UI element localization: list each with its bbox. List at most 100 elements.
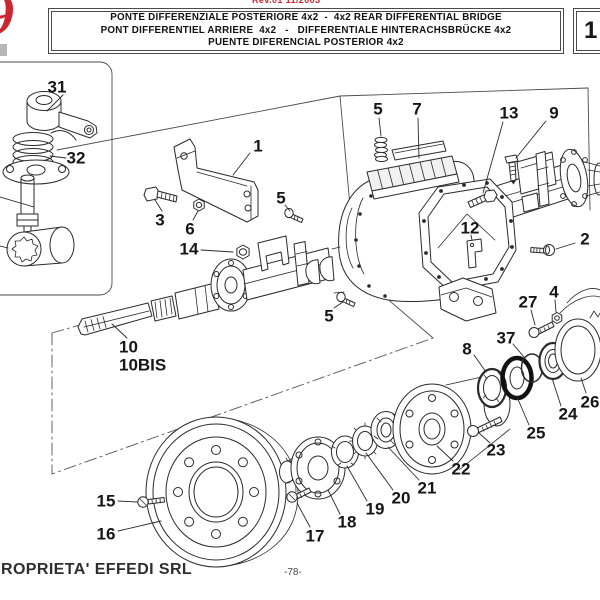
leader-line [473, 354, 487, 373]
seal-ring-25 [500, 355, 534, 401]
part-number-label: 8 [462, 340, 471, 359]
part-number-label: 23 [487, 441, 506, 460]
part-number-label: 7 [412, 100, 421, 119]
nut-6 [193, 198, 205, 212]
leader-line [0, 245, 9, 249]
leader-line [0, 196, 35, 208]
screw-17 [286, 487, 312, 503]
leader-line [284, 204, 291, 212]
bolt-27 [528, 321, 555, 338]
leader-line [516, 396, 530, 426]
property-text: ROPRIETA' EFFEDI SRL [1, 561, 193, 578]
revision-text: Rev.01 11/2003 [252, 0, 321, 5]
inset-detail-box [0, 61, 113, 296]
screw-5-mid [284, 207, 304, 224]
leader-line [436, 445, 454, 462]
leader-line [111, 323, 128, 339]
spring-32 [2, 130, 77, 185]
screw-5-center [336, 291, 356, 308]
leader-line [154, 199, 163, 212]
leader-line [46, 94, 64, 112]
brake-drum-16 [145, 416, 299, 568]
sheet-number-box: 1 [573, 8, 600, 54]
part-number-label: 1 [253, 137, 262, 156]
brand-logo: 9 [0, 0, 14, 44]
leader-line [512, 343, 525, 358]
title-line-2: PONT DIFFERENTIEL ARRIERE 4x2 - DIFFEREN… [100, 24, 512, 36]
leader-line [417, 117, 420, 159]
title-box-inner: PONTE DIFFERENZIALE POSTERIORE 4x2 - 4x2… [51, 11, 561, 51]
part-number-label: 2 [580, 230, 589, 249]
nut-14 [236, 244, 250, 260]
lock-nut-19 [331, 435, 360, 469]
part-number-label: 5 [324, 307, 333, 326]
axle-shaft-10 [77, 282, 220, 336]
page-number: -78- [284, 567, 302, 578]
ring-26 [554, 318, 600, 382]
leader-line [551, 377, 562, 407]
wheel-cylinder-assembly [6, 174, 75, 267]
leader-line [378, 117, 382, 137]
bolt-9 [504, 154, 519, 185]
leader-line [232, 152, 251, 176]
part-number-label: 9 [549, 104, 558, 123]
part-number-label: 10BIS [119, 356, 166, 375]
bolt-23 [467, 416, 503, 437]
screw-15 [137, 496, 165, 508]
part-number-label: 27 [519, 293, 538, 312]
nut-4 [551, 312, 563, 324]
part-number-label: 32 [67, 149, 86, 168]
part-number-label: 31 [48, 78, 67, 97]
id-plate-12 [466, 238, 483, 269]
leader-line [470, 234, 473, 241]
logo-mark [0, 44, 7, 56]
leader-line [327, 489, 341, 515]
sheet-number: 1 [584, 17, 598, 44]
part-number-label: 17 [306, 527, 325, 546]
boot-partial [559, 288, 600, 319]
bolt-13 [467, 189, 498, 208]
leader-line [296, 502, 311, 528]
leader-line [49, 155, 67, 159]
title-line-3: PUENTE DIFERENCIAL POSTERIOR 4x2 [208, 37, 404, 49]
leader-line [530, 309, 536, 326]
leader-line [365, 452, 394, 491]
part-number-label: 26 [581, 393, 600, 412]
sheet-number-inner: 1 [576, 11, 600, 51]
part-number-label: 24 [559, 405, 578, 424]
axle-tube-left [242, 235, 335, 301]
title-box: PONTE DIFFERENZIALE POSTERIORE 4x2 - 4x2… [48, 8, 564, 54]
leader-line [515, 120, 547, 159]
part-number-label: 10 [119, 338, 138, 357]
part-number-label: 22 [452, 460, 471, 479]
leader-line [387, 446, 420, 481]
part-number-label: 3 [155, 211, 164, 230]
part-number-label: 21 [418, 479, 437, 498]
part-number-label: 37 [497, 329, 516, 348]
leader-line [333, 301, 344, 309]
diff-cover-12 [418, 178, 517, 292]
leader-line [580, 377, 587, 394]
part-number-label: 12 [461, 219, 480, 238]
leader-line [117, 500, 138, 503]
bolt-2 [530, 244, 555, 256]
leader-line [346, 465, 368, 502]
part-number-label: 18 [338, 513, 357, 532]
leader-line [482, 121, 504, 194]
part-number-label: 4 [549, 283, 559, 302]
part-number-label: 15 [97, 492, 116, 511]
spring-seat-plate [438, 277, 497, 322]
leader-line [555, 242, 576, 250]
part-number-label: 5 [373, 100, 382, 119]
leader-line [117, 520, 162, 532]
leader-line [478, 432, 491, 444]
part-number-label: 16 [97, 525, 116, 544]
part-number-label: 5 [276, 189, 285, 208]
axle-flange-left [210, 258, 252, 312]
lever-31 [26, 91, 98, 139]
part-number-label: 14 [180, 240, 199, 259]
bracket-1 [173, 138, 259, 223]
